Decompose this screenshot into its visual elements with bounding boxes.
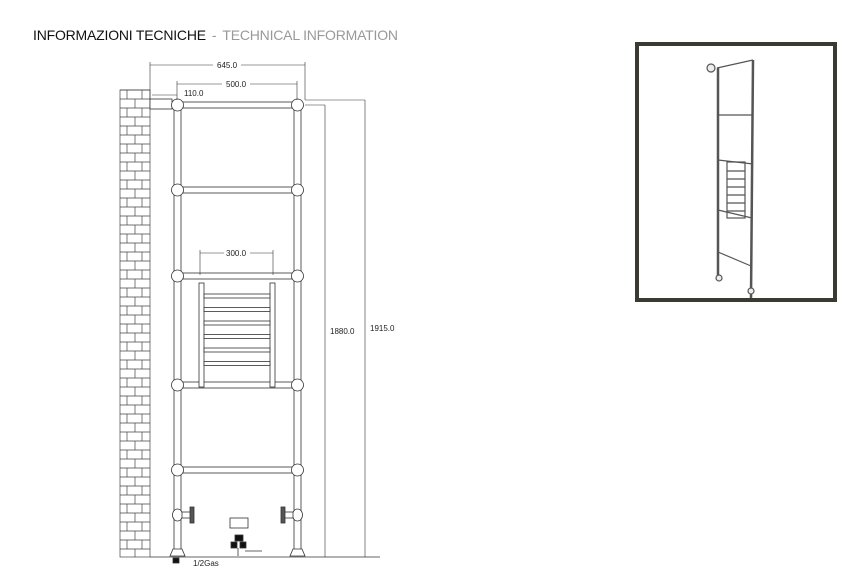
horizontal-bar (179, 186, 296, 194)
horizontal-bar (179, 272, 296, 280)
rail-rung (203, 361, 271, 366)
joint-knob (291, 378, 304, 392)
joint-knob (291, 463, 304, 477)
dim-1915: 1915.0 (370, 324, 395, 333)
dimension-labels: 645.0 500.0 110.0 300.0 1880.0 1915.0 1/… (184, 59, 395, 568)
joint-knob (291, 183, 304, 197)
connection-label: 1/2Gas (193, 559, 219, 568)
rail-rung (203, 293, 271, 299)
joint-knob (291, 269, 304, 283)
rail-rung (203, 334, 271, 339)
joint-knob (171, 463, 184, 477)
section-title: INFORMAZIONI TECNICHE-TECHNICAL INFORMAT… (33, 27, 398, 43)
horizontal-bar (179, 466, 296, 474)
valve-joint (292, 508, 303, 522)
title-separator: - (211, 27, 217, 43)
joint-knob (171, 183, 184, 197)
dim-300: 300.0 (226, 249, 247, 258)
dim-110: 110.0 (184, 89, 204, 98)
rail-rung (203, 307, 271, 312)
towel-radiator-photo-icon (706, 59, 755, 299)
title-english: TECHNICAL INFORMATION (222, 27, 398, 43)
dim-1880: 1880.0 (330, 327, 355, 336)
joint-knob (171, 378, 184, 392)
joint-knob (171, 98, 184, 112)
title-italian: INFORMAZIONI TECNICHE (33, 27, 206, 43)
brick-wall (119, 89, 151, 558)
rail-rung (203, 320, 271, 326)
dim-645: 645.0 (217, 61, 238, 70)
dim-500: 500.0 (226, 80, 247, 89)
radiator-frame (149, 98, 306, 564)
horizontal-bar (179, 381, 296, 389)
product-photo (635, 42, 837, 302)
joint-knob (291, 98, 304, 112)
joint-knob (171, 269, 184, 283)
horizontal-bar (179, 101, 296, 109)
valve-joint (172, 508, 183, 522)
rail-rung (203, 347, 271, 353)
